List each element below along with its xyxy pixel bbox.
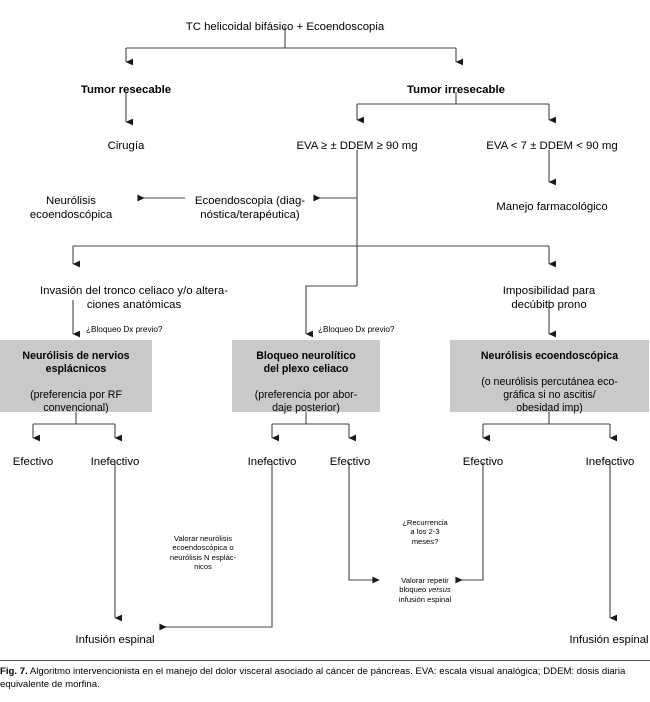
terminal-spinal-infusion-left: Infusión espinal <box>58 621 172 648</box>
outcome-mid-effective-label: Efectivo <box>329 456 371 469</box>
figure-caption-text: Algoritmo intervencionista en el manejo … <box>0 666 626 690</box>
edge-label-prior-block-left-text: ¿Bloqueo Dx previo? <box>86 324 163 334</box>
annotation-consider-neurolysis-text: Valorar neurólisis ecoendoscópica o neur… <box>169 533 237 572</box>
terminal-spinal-infusion-left-label: Infusión espinal <box>75 634 155 647</box>
node-root-label: TC helicoidal bifásico + Ecoendoscopia <box>185 21 385 34</box>
annotation-consider-neurolysis: Valorar neurólisis ecoendoscópica o neur… <box>141 524 265 572</box>
node-neurolisis-ecoendoscopica-label: Neurólisis ecoendoscópica <box>29 195 113 221</box>
outcome-mid-ineffective-label: Inefectivo <box>247 456 297 469</box>
node-tumor-resecable-label: Tumor resecable <box>80 84 172 97</box>
node-root: TC helicoidal bifásico + Ecoendoscopia <box>155 8 415 35</box>
annotation-repeat-block-italic: versus <box>428 585 451 595</box>
outcome-left-ineffective-label: Inefectivo <box>90 456 140 469</box>
outcome-right-ineffective-label: Inefectivo <box>585 456 635 469</box>
outcome-left-effective-label: Efectivo <box>12 456 54 469</box>
outcome-right-ineffective: Inefectivo <box>568 443 650 470</box>
node-tumor-resecable: Tumor resecable <box>46 71 206 98</box>
figure-caption-label: Fig. 7. <box>0 666 28 677</box>
treatment-box-splanchnic-title: Neurólisis de nervios esplácnicos <box>22 349 130 375</box>
node-eva-low-label: EVA < 7 ± DDEM < 90 mg <box>486 140 618 153</box>
edge-label-prior-block-left: ¿Bloqueo Dx previo? <box>86 315 206 334</box>
outcome-right-effective: Efectivo <box>444 443 522 470</box>
node-neurolisis-ecoendoscopica: Neurólisis ecoendoscópica <box>8 182 134 222</box>
treatment-box-echo-neurolysis-detail: (o neurólisis percutánea eco- gráfica si… <box>481 376 618 415</box>
node-manejo-farmacologico-label: Manejo farmacológico <box>496 201 608 214</box>
treatment-box-celiac-plexus[interactable]: Bloqueo neurolítico del plexo celiaco (p… <box>232 340 380 415</box>
annotation-recurrence: ¿Recurrencia a los 2-3 meses? <box>381 508 469 546</box>
edge-label-prior-block-mid: ¿Bloqueo Dx previo? <box>318 315 438 334</box>
terminal-spinal-infusion-right: Infusión espinal <box>552 621 650 648</box>
node-manejo-farmacologico: Manejo farmacológico <box>464 188 640 215</box>
annotation-recurrence-text: ¿Recurrencia a los 2-3 meses? <box>402 517 448 546</box>
node-invasion-tronco-celiaco: Invasión del tronco celiaco y/o altera- … <box>4 272 264 312</box>
node-imposibilidad-decubito-prono-label: Imposibilidad para decúbito prono <box>502 285 596 311</box>
node-ecoendoscopia-label: Ecoendoscopia (diag- nóstica/terapéutica… <box>194 195 306 221</box>
annotation-repeat-block-pre: Valorar repetir bloqueo <box>399 575 449 595</box>
outcome-mid-ineffective: Inefectivo <box>230 443 314 470</box>
node-ecoendoscopia: Ecoendoscopia (diag- nóstica/terapéutica… <box>182 182 318 222</box>
annotation-repeat-block-post: infusión espinal <box>398 594 452 604</box>
outcome-right-effective-label: Efectivo <box>462 456 504 469</box>
node-imposibilidad-decubito-prono: Imposibilidad para decúbito prono <box>459 272 639 312</box>
node-eva-high-label: EVA ≥ ± DDEM ≥ 90 mg <box>296 140 418 153</box>
outcome-mid-effective: Efectivo <box>311 443 389 470</box>
node-tumor-irresecable: Tumor irresecable <box>376 71 536 98</box>
node-invasion-tronco-celiaco-label: Invasión del tronco celiaco y/o altera- … <box>39 285 229 311</box>
outcome-left-effective: Efectivo <box>0 443 73 470</box>
node-eva-low: EVA < 7 ± DDEM < 90 mg <box>464 127 640 154</box>
caption-divider <box>0 660 650 661</box>
figure-caption: Fig. 7. Algoritmo intervencionista en el… <box>0 666 650 692</box>
treatment-box-celiac-plexus-detail: (preferencia por abor- daje posterior) <box>254 389 358 415</box>
treatment-box-splanchnic[interactable]: Neurólisis de nervios esplácnicos (prefe… <box>0 340 152 415</box>
annotation-repeat-block: Valorar repetir bloqueo versus infusión … <box>381 566 469 604</box>
treatment-box-splanchnic-detail: (preferencia por RF convencional) <box>30 389 122 415</box>
treatment-box-celiac-plexus-title: Bloqueo neurolítico del plexo celiaco <box>256 349 356 375</box>
node-tumor-irresecable-label: Tumor irresecable <box>407 84 505 97</box>
terminal-spinal-infusion-right-label: Infusión espinal <box>569 634 649 647</box>
treatment-box-echo-neurolysis-title: Neurólisis ecoendoscópica <box>480 349 619 362</box>
node-cirugia: Cirugía <box>66 127 186 154</box>
treatment-box-echo-neurolysis[interactable]: Neurólisis ecoendoscópica (o neurólisis … <box>450 340 649 415</box>
edge-label-prior-block-mid-text: ¿Bloqueo Dx previo? <box>318 324 395 334</box>
node-eva-high: EVA ≥ ± DDEM ≥ 90 mg <box>272 127 442 154</box>
node-cirugia-label: Cirugía <box>107 140 145 153</box>
outcome-left-ineffective: Inefectivo <box>73 443 157 470</box>
